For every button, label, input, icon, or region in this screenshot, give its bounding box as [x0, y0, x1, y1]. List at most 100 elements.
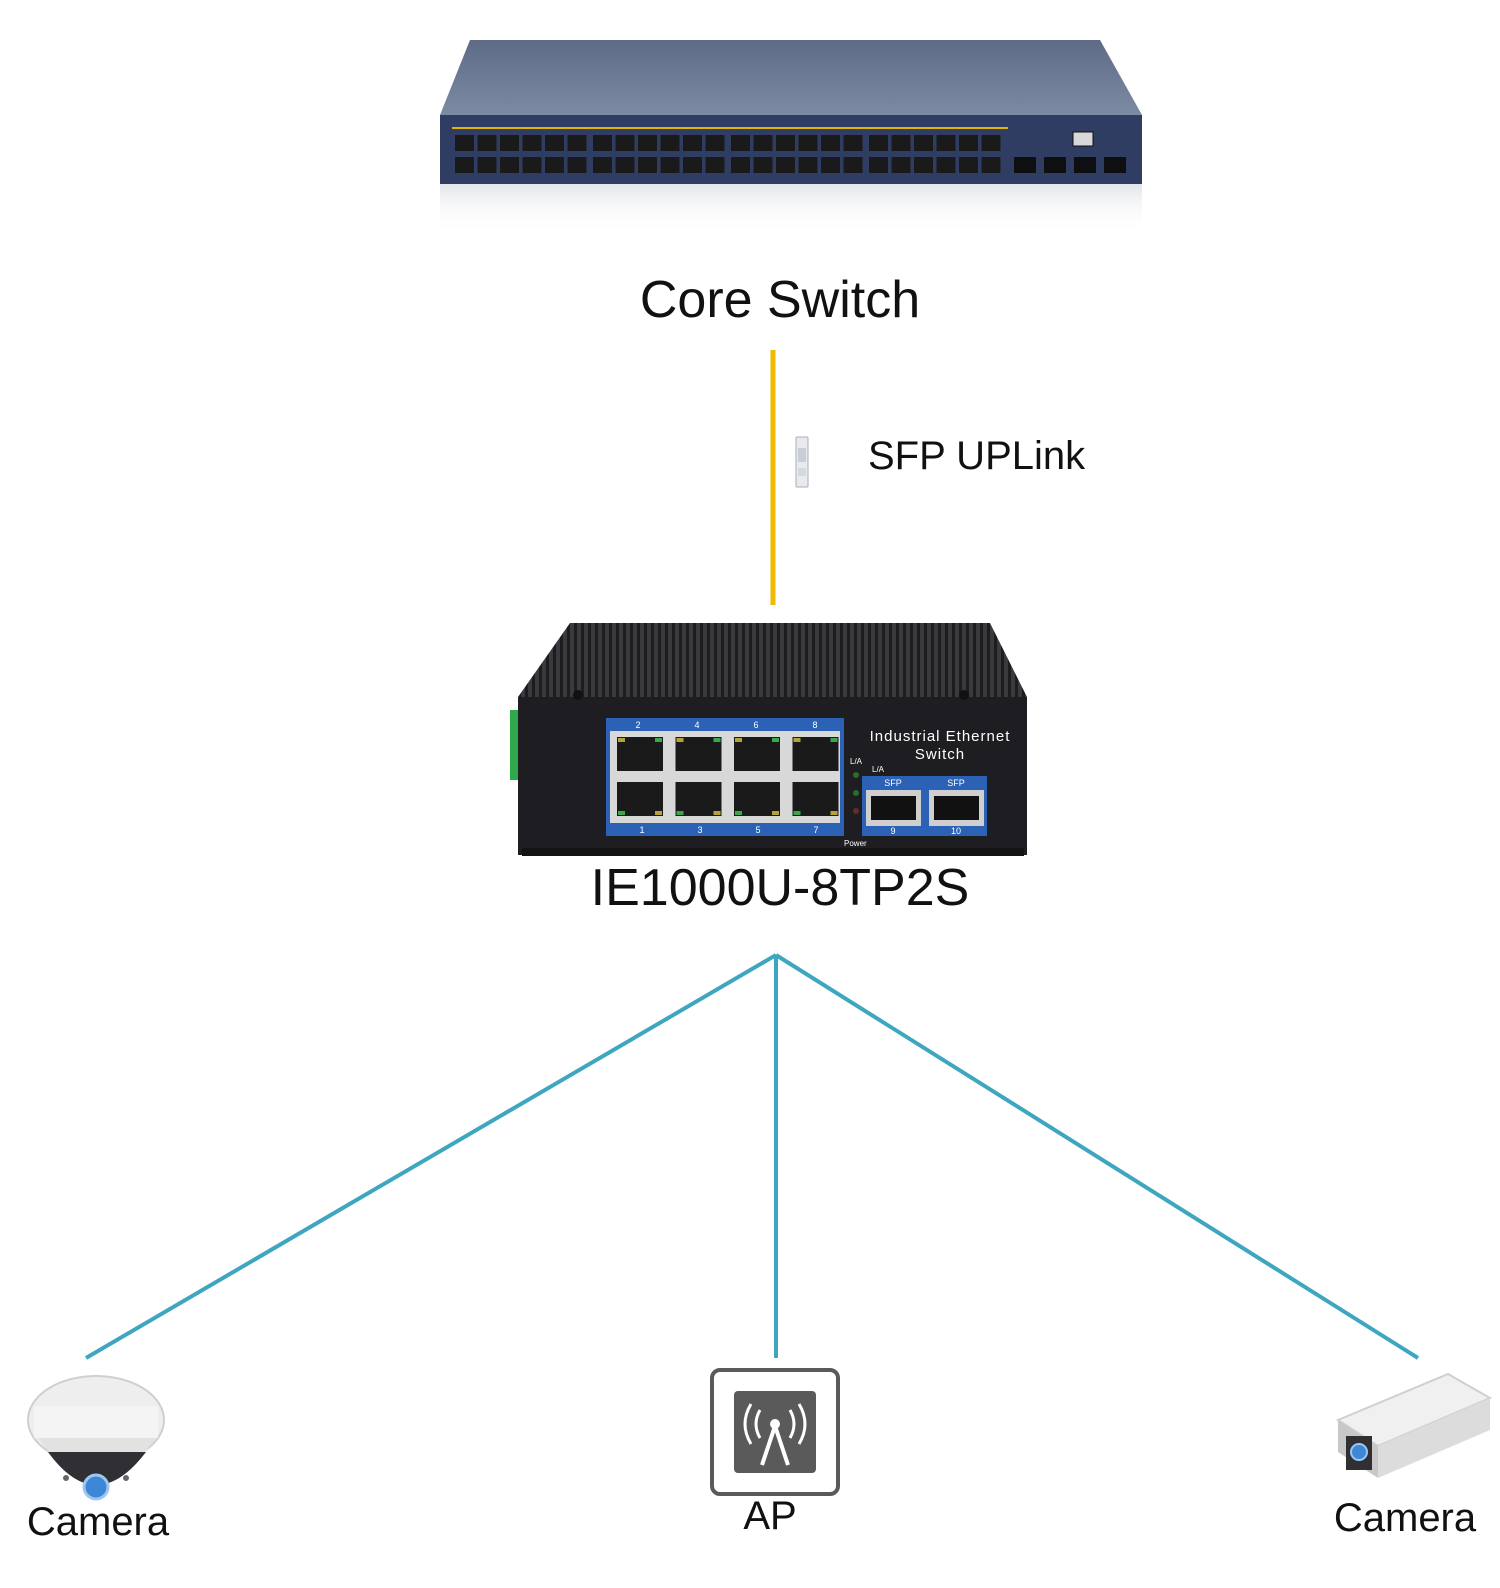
- core-port: [567, 135, 587, 151]
- port-number-7: 7: [813, 825, 818, 835]
- core-port: [753, 135, 773, 151]
- led-label-la-1: L/A: [850, 757, 863, 766]
- edge-port-led: [713, 738, 721, 742]
- port-number-3: 3: [697, 825, 702, 835]
- edge-port: [792, 737, 839, 771]
- industrial-switch-image: Industrial Ethernet Switch 2 4 6 8 1 3 5…: [510, 623, 1027, 856]
- core-rj45-ports: [455, 135, 1001, 173]
- sfp-caption-10: SFP: [947, 778, 965, 788]
- downlink-lines: [84, 953, 1420, 1360]
- core-switch-label: Core Switch: [639, 271, 921, 329]
- core-port: [593, 135, 612, 151]
- sfp-uplink-label: SFP UPLink: [868, 434, 1086, 478]
- core-port: [522, 157, 542, 173]
- port-number-6: 6: [753, 720, 758, 730]
- core-port: [959, 135, 978, 151]
- edge-port-led: [676, 738, 684, 742]
- core-port: [455, 157, 474, 173]
- camera-left-label: Camera: [26, 1500, 170, 1544]
- core-port: [500, 157, 519, 173]
- core-port: [683, 157, 702, 173]
- core-port: [843, 157, 863, 173]
- core-port: [843, 135, 863, 151]
- edge-port: [675, 737, 722, 771]
- edge-switch-label: IE1000U-8TP2S: [590, 859, 970, 917]
- edge-port: [734, 782, 780, 816]
- core-port: [891, 135, 911, 151]
- edge-port-led: [772, 811, 779, 815]
- core-port: [981, 157, 1001, 173]
- edge-port-led: [830, 811, 838, 815]
- core-port: [869, 157, 888, 173]
- core-port: [660, 135, 680, 151]
- core-port: [545, 157, 564, 173]
- edge-port-led: [772, 738, 779, 742]
- edge-port: [792, 782, 839, 816]
- core-port: [522, 135, 542, 151]
- core-sfp-port: [1104, 157, 1126, 173]
- edge-port: [617, 737, 663, 771]
- core-port: [981, 135, 1001, 151]
- core-port: [455, 135, 474, 151]
- core-port: [477, 135, 497, 151]
- core-sfp-port: [1074, 157, 1096, 173]
- wireless-ap-icon: [710, 1368, 840, 1496]
- edge-port-led: [713, 811, 721, 815]
- core-port: [615, 157, 635, 173]
- core-port: [660, 157, 680, 173]
- ap-label: AP: [743, 1494, 797, 1538]
- core-port: [638, 135, 657, 151]
- sfp-caption-9: SFP: [884, 778, 902, 788]
- edge-port: [675, 782, 722, 816]
- edge-port-led: [793, 811, 801, 815]
- port-number-8: 8: [812, 720, 817, 730]
- link-to-camera-left: [84, 953, 778, 1360]
- core-port: [500, 135, 519, 151]
- edge-port-led: [793, 738, 801, 742]
- edge-port: [617, 782, 663, 816]
- core-port: [615, 135, 635, 151]
- core-sfp-ports: [1014, 157, 1126, 173]
- core-port: [914, 135, 933, 151]
- sfp-number-10: 10: [951, 826, 961, 836]
- core-sfp-port: [1014, 157, 1036, 173]
- core-port: [731, 157, 750, 173]
- port-number-2: 2: [635, 720, 640, 730]
- core-port: [821, 157, 840, 173]
- core-switch-image: [440, 40, 1142, 234]
- faceplate-title-line1: Industrial Ethernet: [870, 728, 1011, 745]
- core-port: [914, 157, 933, 173]
- core-port: [731, 135, 750, 151]
- port-number-1: 1: [639, 825, 644, 835]
- core-port: [638, 157, 657, 173]
- port-number-5: 5: [755, 825, 760, 835]
- core-port: [959, 157, 978, 173]
- core-port: [821, 135, 840, 151]
- led-label-power: Power: [844, 839, 867, 848]
- edge-port-led: [735, 811, 742, 815]
- edge-port-led: [655, 738, 662, 742]
- core-sfp-port: [1044, 157, 1066, 173]
- dome-camera-icon: [27, 1375, 165, 1501]
- edge-port-led: [676, 811, 684, 815]
- edge-port: [734, 737, 780, 771]
- edge-port-led: [735, 738, 742, 742]
- core-port: [776, 157, 795, 173]
- sfp-module-icon: [795, 436, 809, 488]
- core-port: [798, 157, 818, 173]
- core-port: [936, 157, 956, 173]
- core-port: [683, 135, 702, 151]
- core-port: [798, 135, 818, 151]
- core-port: [545, 135, 564, 151]
- faceplate-title-line2: Switch: [915, 746, 965, 763]
- core-port: [869, 135, 888, 151]
- core-port: [705, 135, 725, 151]
- edge-rj45-ports: [617, 737, 839, 816]
- core-port: [753, 157, 773, 173]
- edge-port-led: [830, 738, 838, 742]
- core-port: [477, 157, 497, 173]
- core-port: [891, 157, 911, 173]
- sfp-number-9: 9: [890, 826, 895, 836]
- core-port: [567, 157, 587, 173]
